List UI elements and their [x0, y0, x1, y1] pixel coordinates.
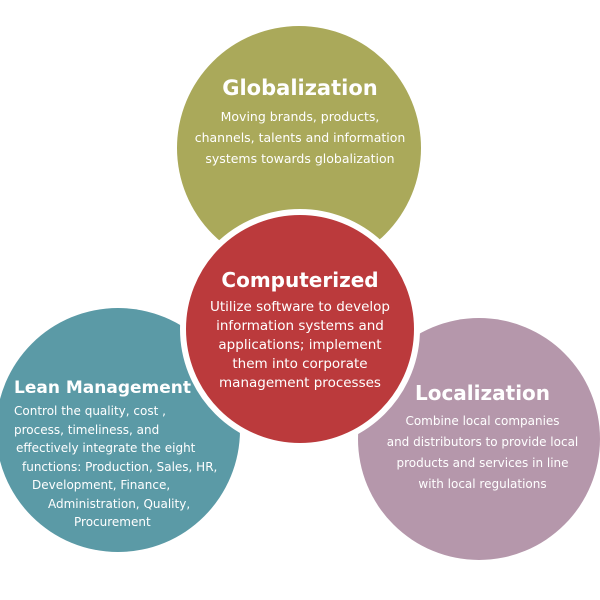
lean-line: effectively integrate the eight: [16, 441, 196, 455]
computerized-circle: [180, 209, 420, 449]
globalization-line: Moving brands, products,: [220, 109, 380, 124]
localization-line: and distributors to provide local: [386, 435, 579, 449]
lean-line: process, timeliness, and: [14, 422, 160, 437]
computerized-line: applications; implement: [218, 337, 382, 353]
localization-circle: [358, 318, 600, 560]
computerized-text: Computerized Utilize software to develop…: [180, 268, 420, 393]
computerized-line: management processes: [219, 375, 381, 391]
computerized-title: Computerized: [221, 268, 379, 292]
globalization-title: Globalization: [222, 76, 378, 100]
lean-line: Procurement: [74, 515, 151, 529]
lean-circle: [0, 308, 240, 552]
lean-line: Control the quality, cost ,: [14, 404, 166, 418]
lean-title: Lean Management: [14, 378, 191, 398]
localization-line: Combine local companies: [405, 414, 560, 428]
lean-line: Development, Finance,: [32, 478, 171, 492]
globalization-line: systems towards globalization: [205, 151, 395, 166]
localization-text: Localization Combine local companies and…: [365, 381, 600, 495]
localization-title: Localization: [414, 381, 551, 405]
computerized-line: information systems and: [216, 318, 384, 334]
localization-line: products and services in line: [396, 456, 569, 470]
globalization-text: Globalization Moving brands, products, c…: [170, 76, 430, 169]
lean-line: Administration, Quality,: [48, 496, 191, 511]
computerized-line: them into corporate: [232, 356, 368, 372]
globalization-circle: [177, 26, 421, 270]
localization-line: with local regulations: [418, 477, 547, 491]
globalization-line: channels, talents and information: [194, 130, 406, 145]
computerized-line: Utilize software to develop: [210, 299, 390, 315]
lean-line: functions: Production, Sales, HR,: [22, 459, 218, 474]
lean-text: Lean Management Control the quality, cos…: [0, 378, 240, 532]
